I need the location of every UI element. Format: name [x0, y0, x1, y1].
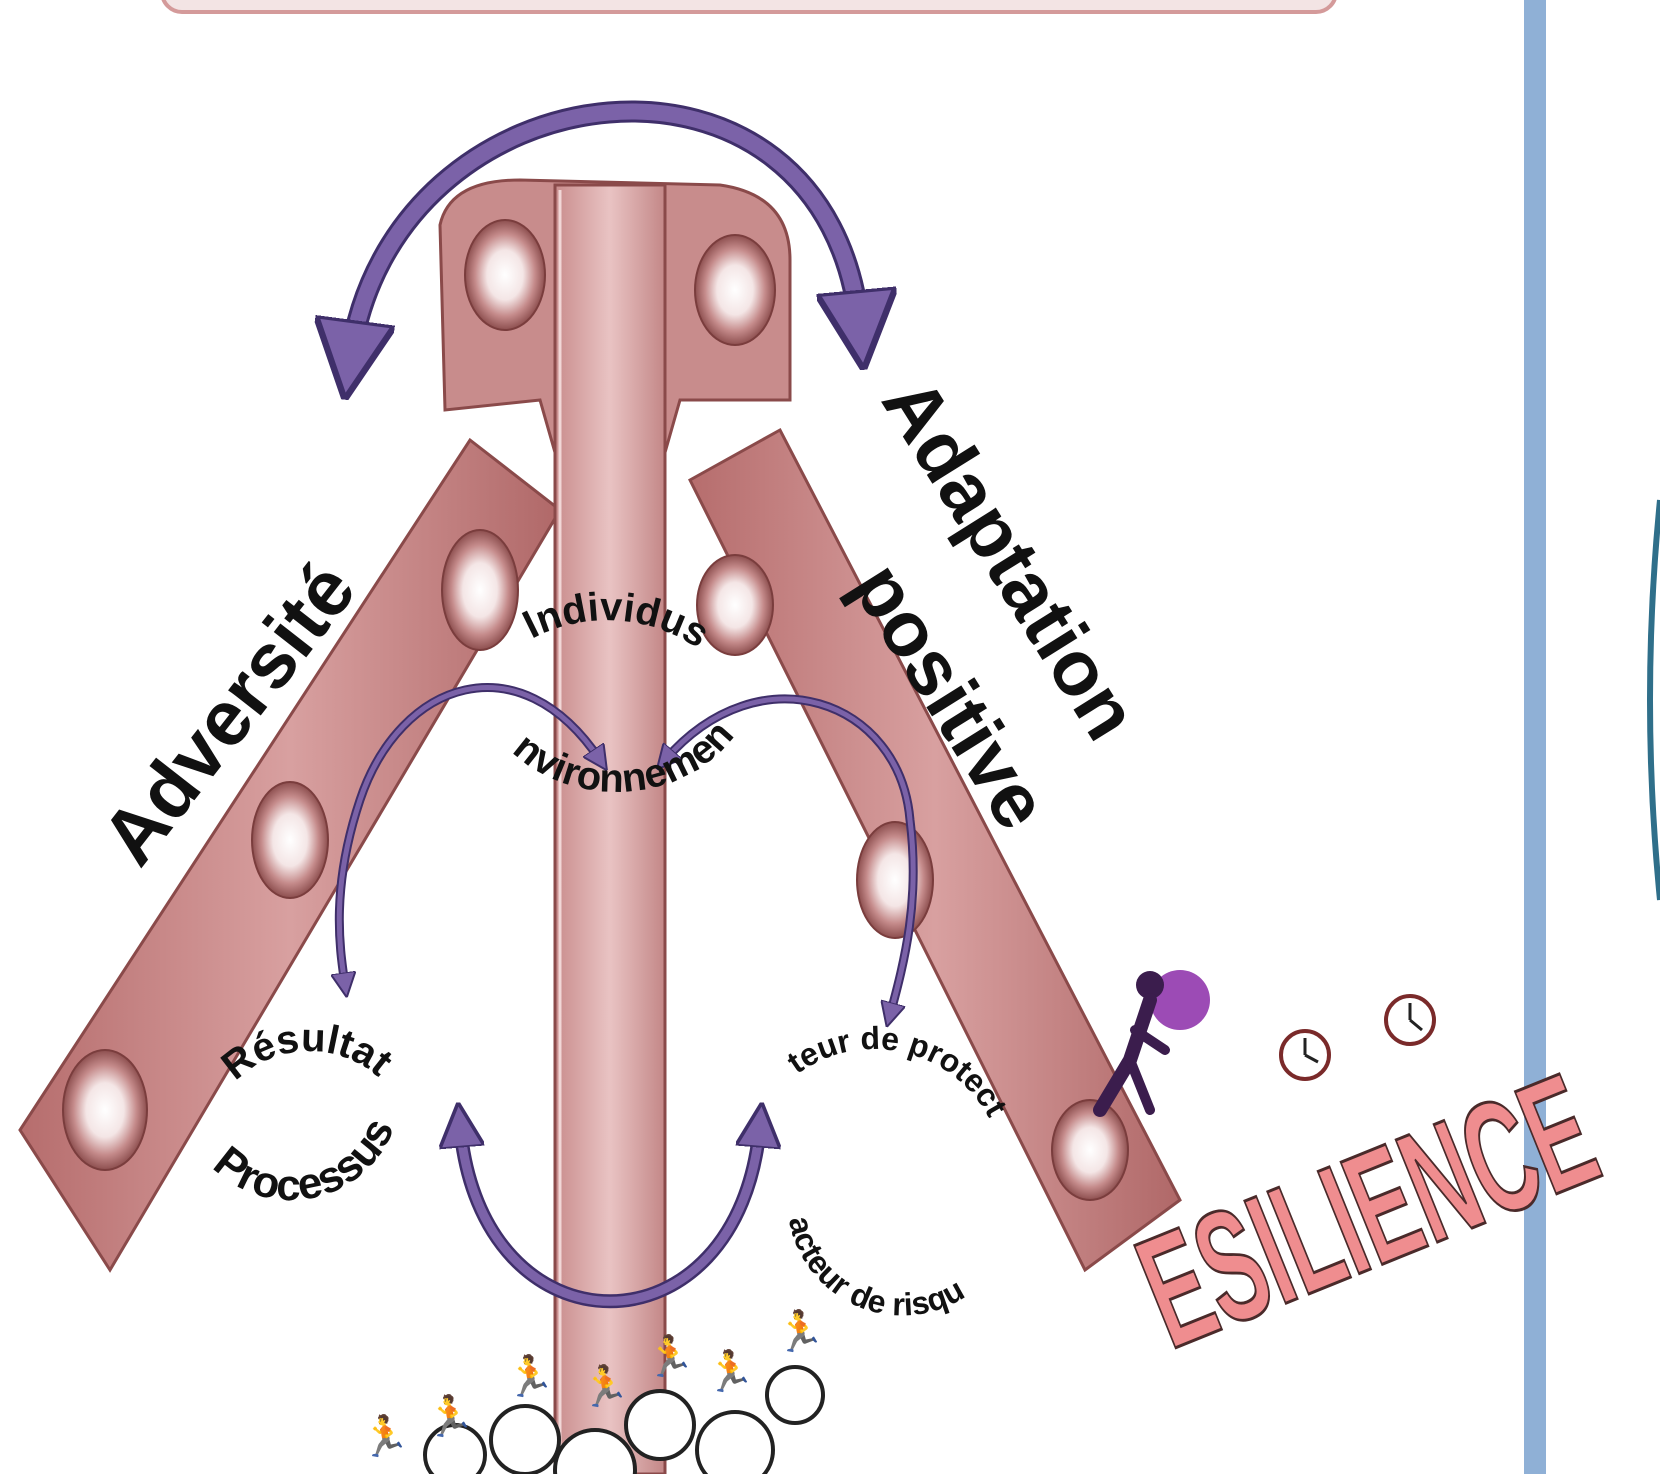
runner-icon: 🏃 — [425, 1393, 475, 1439]
clock-icon — [1386, 996, 1434, 1044]
clock-icon — [1281, 1031, 1329, 1079]
screw-hole — [695, 235, 775, 345]
edge-arc — [1650, 500, 1660, 900]
screw-hole — [252, 782, 328, 898]
runner-icon: 🏃 — [580, 1363, 630, 1409]
screw-hole — [857, 822, 933, 938]
screw-hole — [1052, 1100, 1128, 1200]
runner-icon — [1100, 970, 1210, 1110]
runner-icon: 🏃 — [705, 1348, 755, 1394]
label-resilience: ESILIENCE — [1116, 1039, 1619, 1381]
runner-icon: 🏃 — [505, 1353, 555, 1399]
screw-hole — [465, 220, 545, 330]
clock-icon — [697, 1412, 773, 1474]
label-processus: Processus — [205, 1110, 404, 1210]
screw-hole — [63, 1050, 147, 1170]
runner-icon: 🏃 — [775, 1308, 825, 1354]
screw-hole — [442, 530, 518, 650]
clock-icon — [491, 1406, 559, 1474]
runner-icon: 🏃 — [360, 1413, 410, 1459]
screw-hole — [697, 555, 773, 655]
clock-icon — [767, 1367, 823, 1423]
clock-icon — [626, 1391, 694, 1459]
runner-icon: 🏃 — [645, 1333, 695, 1379]
